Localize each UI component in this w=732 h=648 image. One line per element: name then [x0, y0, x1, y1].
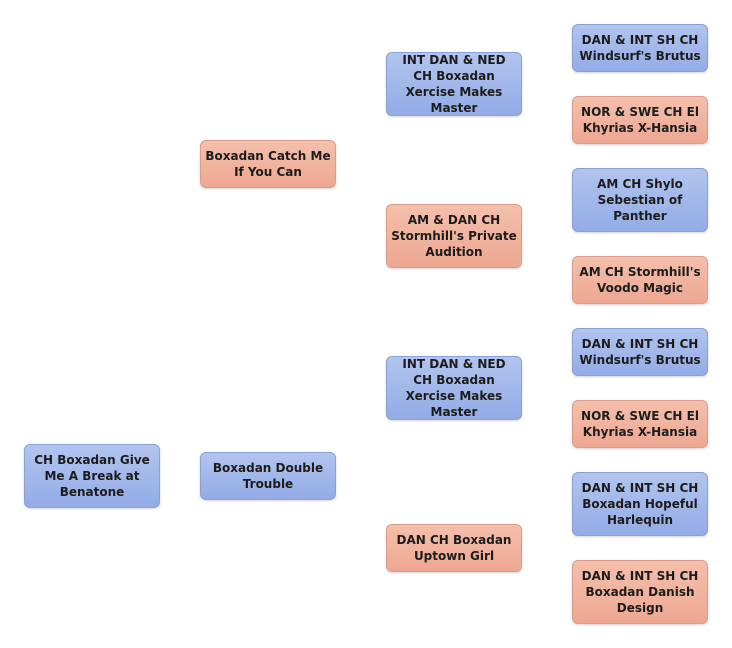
- ggp-6: NOR & SWE CH El Khyrias X-Hansia: [572, 400, 708, 448]
- sire-sire: INT DAN & NED CH Boxadan Xercise Makes M…: [386, 356, 522, 420]
- ggp-4: AM CH Stormhill's Voodo Magic: [572, 256, 708, 304]
- dam-sire: INT DAN & NED CH Boxadan Xercise Makes M…: [386, 52, 522, 116]
- sire: Boxadan Double Trouble: [200, 452, 336, 500]
- dam: Boxadan Catch Me If You Can: [200, 140, 336, 188]
- ggp-5: DAN & INT SH CH Windsurf's Brutus: [572, 328, 708, 376]
- subject-dog: CH Boxadan Give Me A Break at Benatone: [24, 444, 160, 508]
- dam-dam: AM & DAN CH Stormhill's Private Audition: [386, 204, 522, 268]
- ggp-1: DAN & INT SH CH Windsurf's Brutus: [572, 24, 708, 72]
- ggp-7: DAN & INT SH CH Boxadan Hopeful Harlequi…: [572, 472, 708, 536]
- sire-dam: DAN CH Boxadan Uptown Girl: [386, 524, 522, 572]
- ggp-2: NOR & SWE CH El Khyrias X-Hansia: [572, 96, 708, 144]
- ggp-3: AM CH Shylo Sebestian of Panther: [572, 168, 708, 232]
- ggp-8: DAN & INT SH CH Boxadan Danish Design: [572, 560, 708, 624]
